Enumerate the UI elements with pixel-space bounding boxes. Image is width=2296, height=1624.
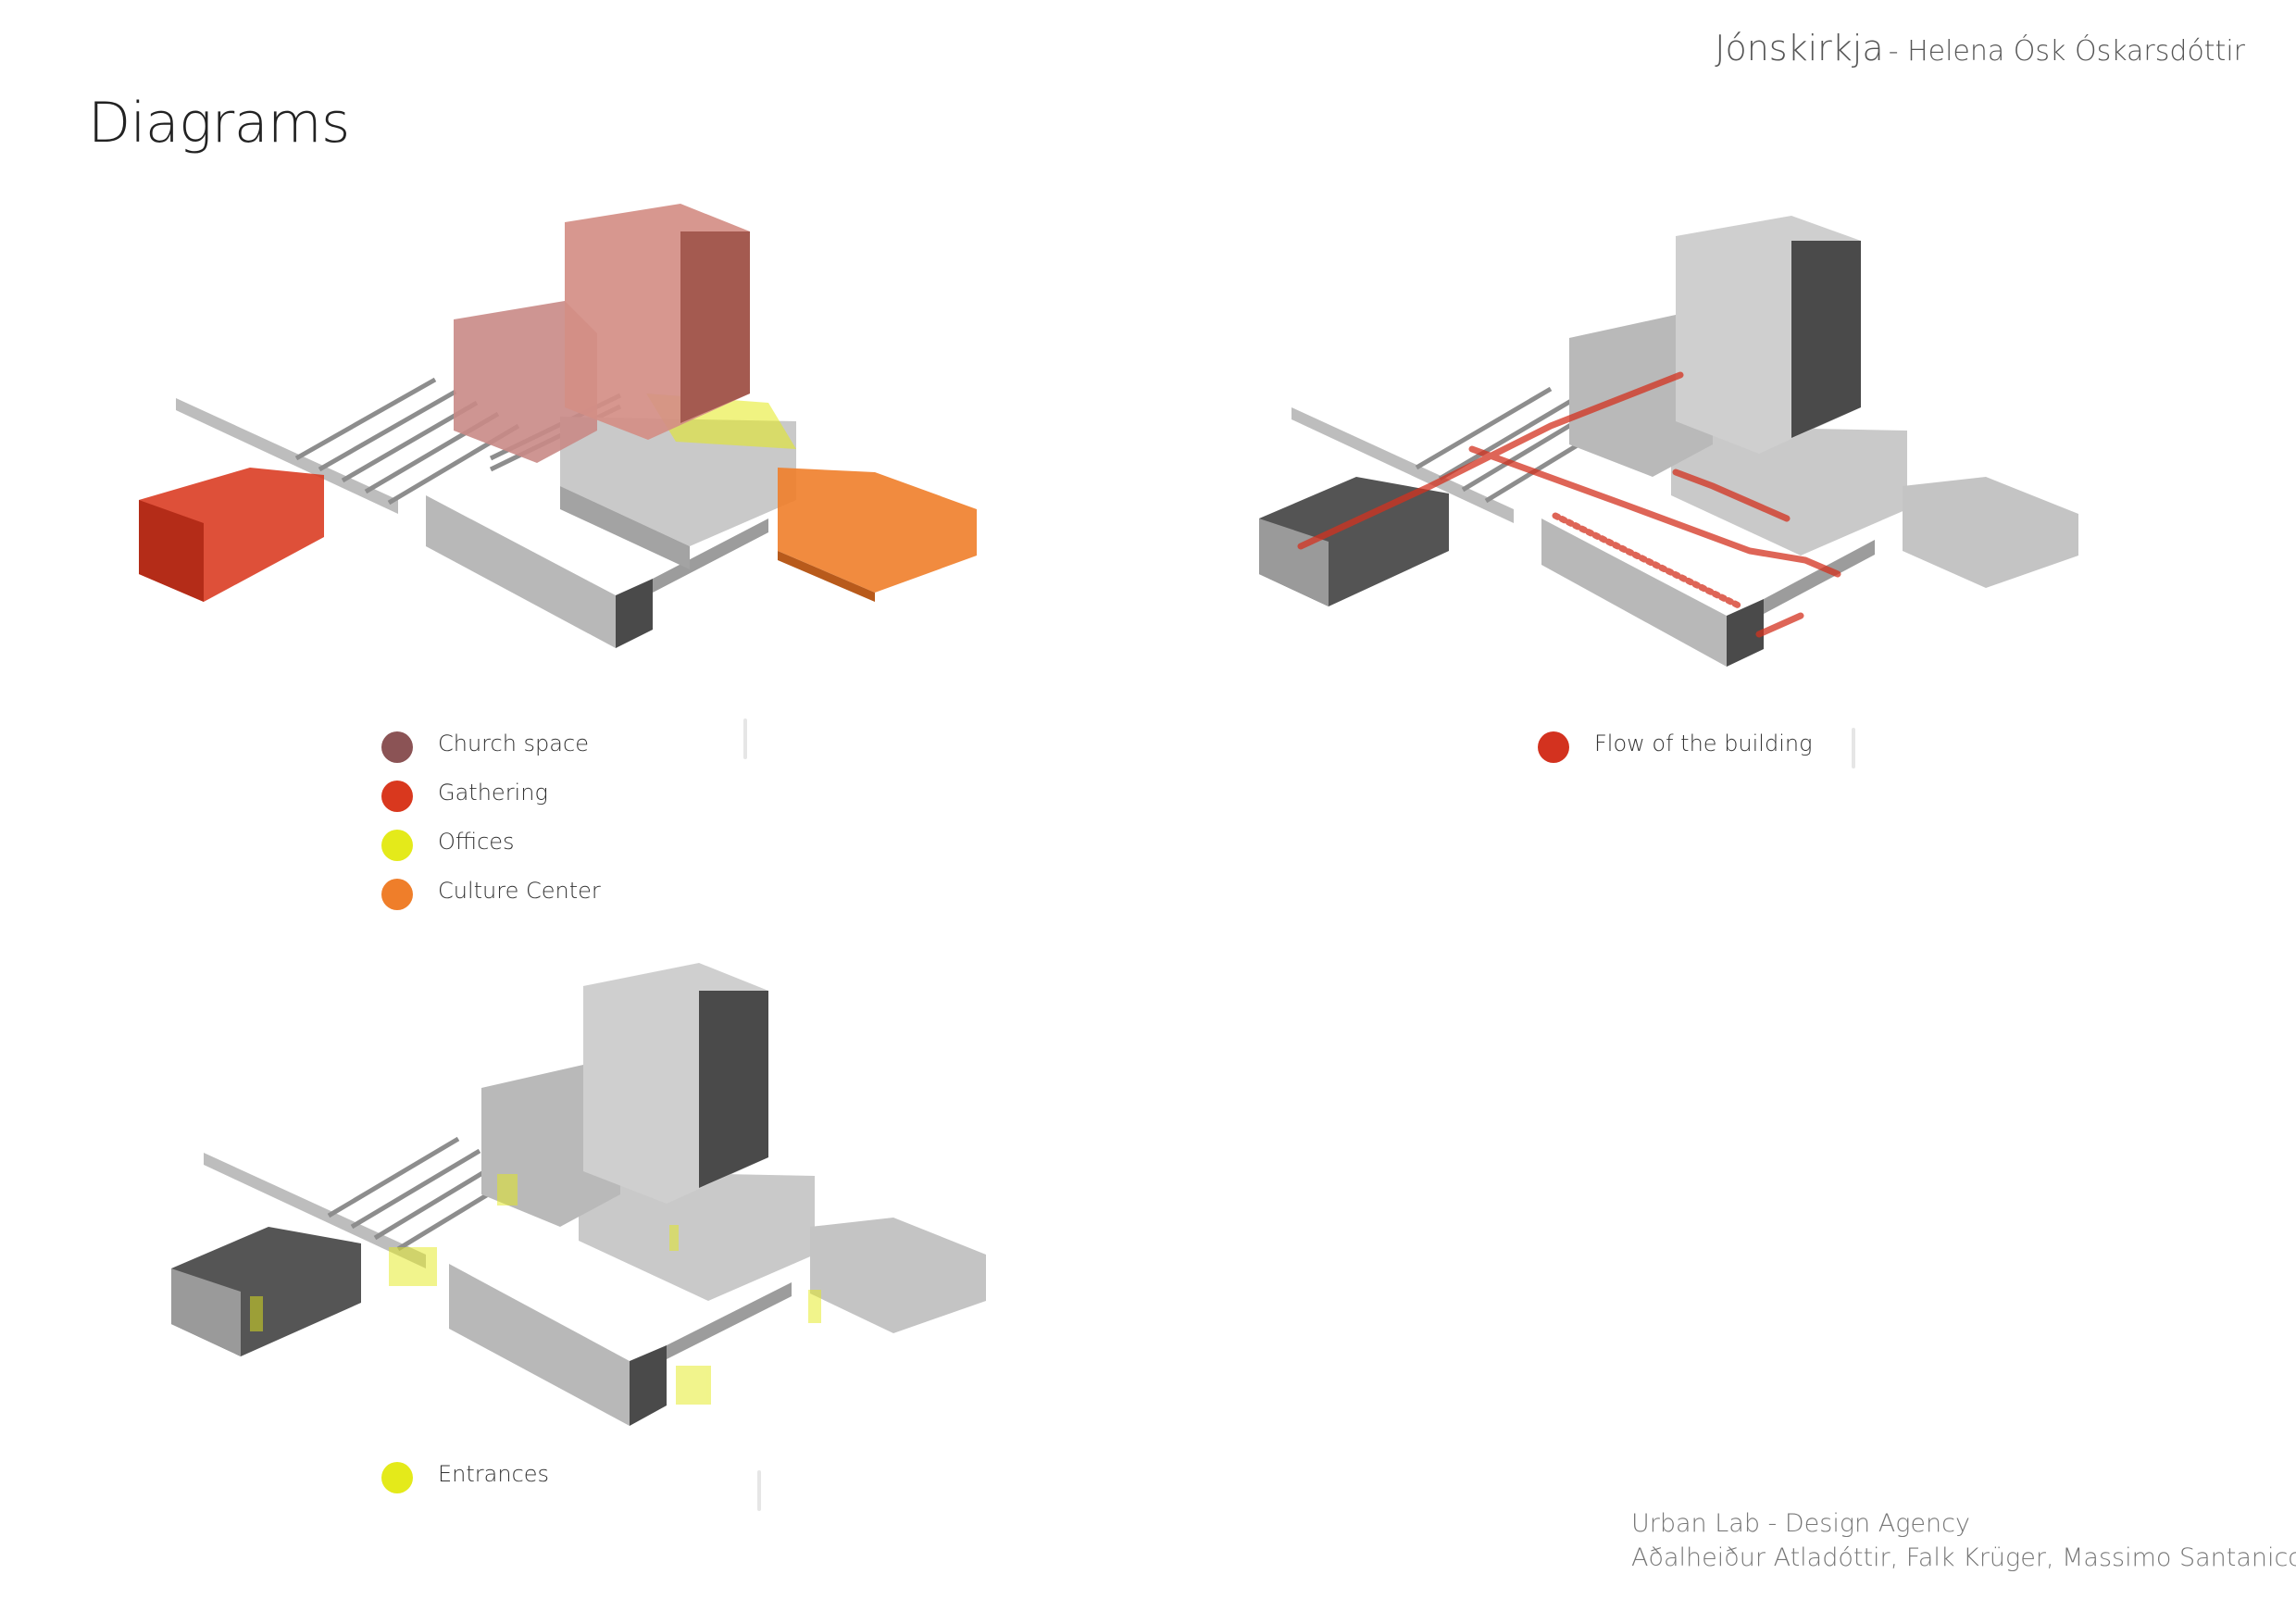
program-diagram [139,204,977,648]
flow-diagram [1259,216,2078,667]
church-tower-side [680,231,750,423]
culture-center-zone[interactable] [778,468,977,593]
team-names: Aðalheiður Atladóttir, Falk Krüger, Mass… [1631,1543,2296,1572]
legend-label: Entrances [438,1460,550,1487]
legend-item-offices: Offices [381,817,601,866]
entrance-gathering[interactable] [389,1247,437,1286]
stray-mark [743,718,747,759]
ground-wall-east [1764,540,1875,614]
entrances-legend: Entrances [381,1449,549,1498]
project-name: Jónskirkja [1715,28,1884,69]
hall-front [560,486,690,569]
header-title: Jónskirkja - Helena Ósk Óskarsdóttir [1715,28,2245,69]
ground-wall-east [667,1282,792,1359]
entrance-hall[interactable] [669,1225,679,1251]
legend-item-entrances: Entrances [381,1449,549,1498]
legend-item-church-space: Church space [381,718,601,768]
offices-dot-icon [381,829,413,861]
flow-legend: Flow of the building [1538,718,1813,768]
ground-wall-west [1292,407,1514,523]
program-legend: Church space Gathering Offices Culture C… [381,718,601,915]
flow-path[interactable] [1297,371,1841,638]
agency-name: Urban Lab - Design Agency [1631,1509,1970,1538]
entrance-west[interactable] [250,1296,263,1331]
entrance-markers[interactable] [250,1174,821,1405]
page-title: Diagrams [88,91,350,156]
east-wing-roof [1903,477,2078,588]
ground-wall-east [653,518,768,593]
ground-wall-south-end [616,579,653,648]
hall-volume [560,417,796,546]
church-tower-side [699,991,768,1188]
legend-item-gathering: Gathering [381,768,601,817]
flow-dot-icon [1538,731,1569,763]
gathering-dot-icon [381,780,413,812]
ground-wall-south [449,1264,630,1426]
legend-label: Culture Center [438,877,601,904]
entrance-church[interactable] [497,1174,518,1206]
ground-wall-south-end [1727,599,1764,667]
stray-mark [1852,728,1855,768]
entrances-dot-icon [381,1461,413,1493]
entrance-south[interactable] [676,1366,711,1405]
ground-wall-south-end [630,1345,667,1426]
culture-center-dot-icon [381,878,413,910]
legend-label: Offices [438,828,515,855]
legend-item-culture-center: Culture Center [381,866,601,915]
ground-wall-south [426,495,616,648]
entrances-diagram-panel [162,949,1014,1454]
legend-label: Church space [438,730,589,756]
entrance-east[interactable] [808,1290,821,1323]
flow-diagram-panel [1245,199,2097,699]
east-wing-roof [810,1218,986,1333]
author-name: - Helena Ósk Óskarsdóttir [1888,35,2245,68]
church-space-dot-icon [381,731,413,763]
culture-center-shade [778,551,875,602]
ground-wall-west [176,398,398,514]
footer-credits: Urban Lab - Design Agency Aðalheiður Atl… [1631,1506,2296,1575]
legend-label: Flow of the building [1594,730,1813,756]
hall-volume [579,1171,815,1301]
church-steps[interactable] [454,301,597,463]
hall-volume [1671,426,1907,556]
legend-label: Gathering [438,779,548,806]
ground-wall-west [204,1153,426,1268]
church-tower-side [1791,241,1861,438]
entrances-diagram [171,963,986,1426]
west-wing-side [171,1268,241,1356]
legend-item-flow: Flow of the building [1538,718,1813,768]
stray-mark [757,1470,761,1511]
gathering-zone-side [139,500,204,602]
program-diagram-panel [130,181,1000,699]
ground-wall-south [1541,518,1727,667]
